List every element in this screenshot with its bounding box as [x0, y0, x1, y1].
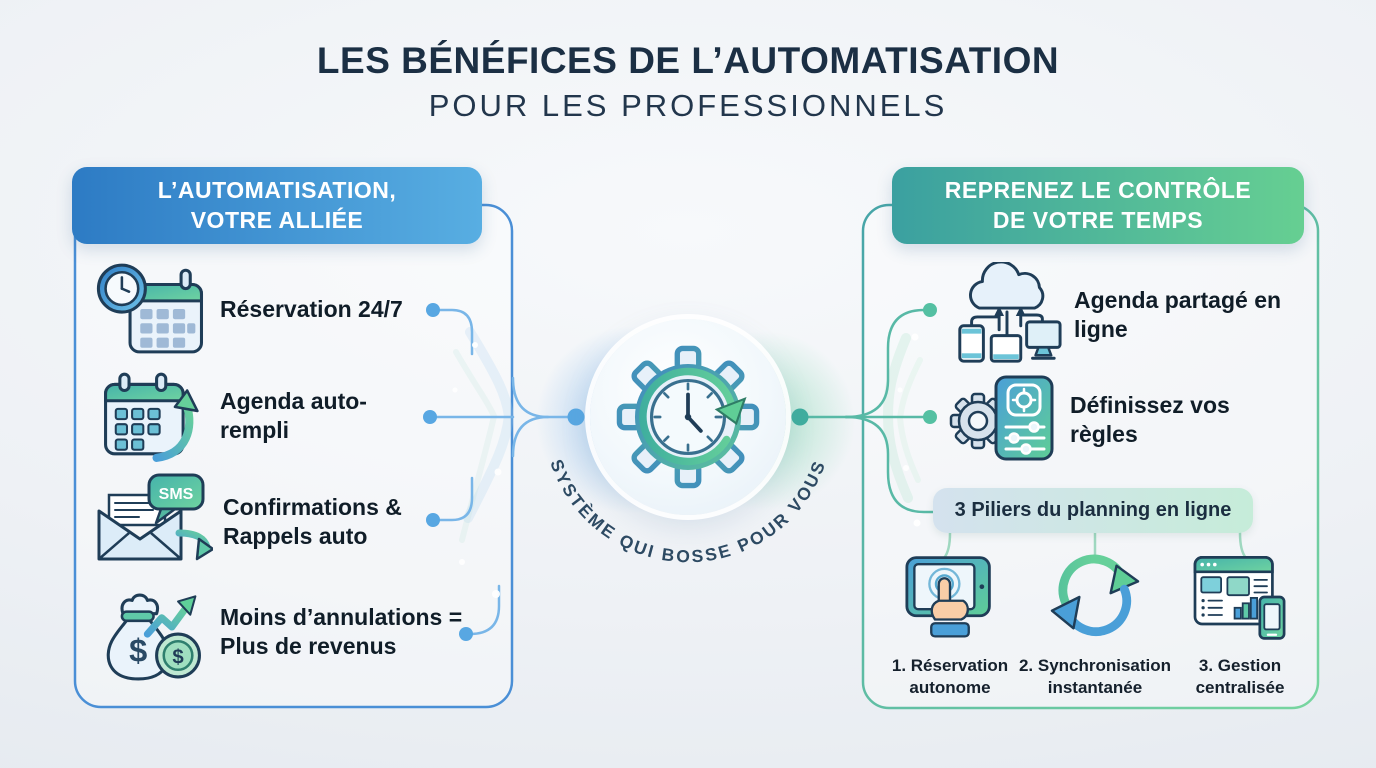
- pillar-label: 1. Réservation autonome: [891, 656, 1009, 698]
- dashboard-mobile-icon: [1185, 552, 1295, 647]
- benefit-label: Confirmations & Rappels auto: [223, 493, 402, 549]
- benefit-label: Agenda auto-rempli: [220, 387, 367, 443]
- calendar-autofill-icon: [95, 364, 210, 469]
- pillar-synchronisation: 2. Synchronisation instantanée: [1010, 552, 1180, 699]
- pillars-title: 3 Piliers du planning en ligne: [954, 499, 1232, 521]
- left-panel-header: L’AUTOMATISATION, VOTRE ALLIÉE: [72, 167, 482, 244]
- pillar-gestion-centralisee: 3. Gestion centralisée: [1155, 552, 1325, 699]
- envelope-sms-icon: SMS: [95, 470, 215, 575]
- coin-currency-symbol: $: [172, 646, 184, 668]
- left-connector-dots: [423, 303, 585, 641]
- pillars-title-pill: 3 Piliers du planning en ligne: [933, 488, 1253, 533]
- benefit-item-reservation: Réservation 24/7: [95, 262, 480, 358]
- gear-clock-icon: [616, 345, 760, 489]
- moneybag-growth-icon: $ $: [92, 579, 210, 686]
- gear-rules-icon: [948, 369, 1060, 472]
- sync-arrows-icon: [1047, 552, 1143, 647]
- main-title: LES BÉNÉFICES DE L’AUTOMATISATION: [316, 40, 1060, 81]
- benefit-label: Réservation 24/7: [220, 296, 403, 323]
- pillar-label: 3. Gestion centralisée: [1195, 656, 1285, 698]
- right-panel-header: REPRENEZ LE CONTRÔLE DE VOTRE TEMPS: [892, 167, 1304, 244]
- right-panel-header-text: REPRENEZ LE CONTRÔLE DE VOTRE TEMPS: [944, 176, 1252, 233]
- benefit-item-confirmations: SMS Confirmations & Rappels auto: [95, 472, 473, 572]
- tablet-touch-icon: [900, 552, 1000, 647]
- benefit-item-regles: Définissez vos règles: [948, 372, 1260, 468]
- benefit-label: Moins d’annulations = Plus de revenus: [220, 603, 463, 659]
- page-header: LES BÉNÉFICES DE L’AUTOMATISATION POUR L…: [0, 0, 1376, 124]
- clock-calendar-icon: [95, 258, 210, 363]
- right-connector-dots: [791, 303, 937, 426]
- cloud-devices-icon: [948, 259, 1064, 369]
- bag-currency-symbol: $: [129, 631, 147, 668]
- subtitle: POUR LES PROFESSIONNELS: [428, 88, 948, 123]
- benefit-item-agenda-partage: Agenda partagé en ligne: [948, 259, 1314, 365]
- benefit-item-revenus: $ $ Moins d’annulations = Plus de revenu…: [92, 580, 500, 684]
- central-hub: [590, 319, 786, 515]
- left-panel-header-text: L’AUTOMATISATION, VOTRE ALLIÉE: [157, 176, 397, 233]
- sparkle-dots: [452, 333, 921, 598]
- pillar-label: 2. Synchronisation instantanée: [1018, 656, 1172, 698]
- benefit-item-agenda: Agenda auto-rempli: [95, 368, 420, 464]
- benefit-label: Agenda partagé en ligne: [1074, 286, 1282, 342]
- left-connectors: [428, 308, 578, 636]
- sms-bubble-text: SMS: [159, 486, 194, 503]
- pillar-reservation-autonome: 1. Réservation autonome: [865, 552, 1035, 699]
- benefit-label: Définissez vos règles: [1070, 391, 1230, 447]
